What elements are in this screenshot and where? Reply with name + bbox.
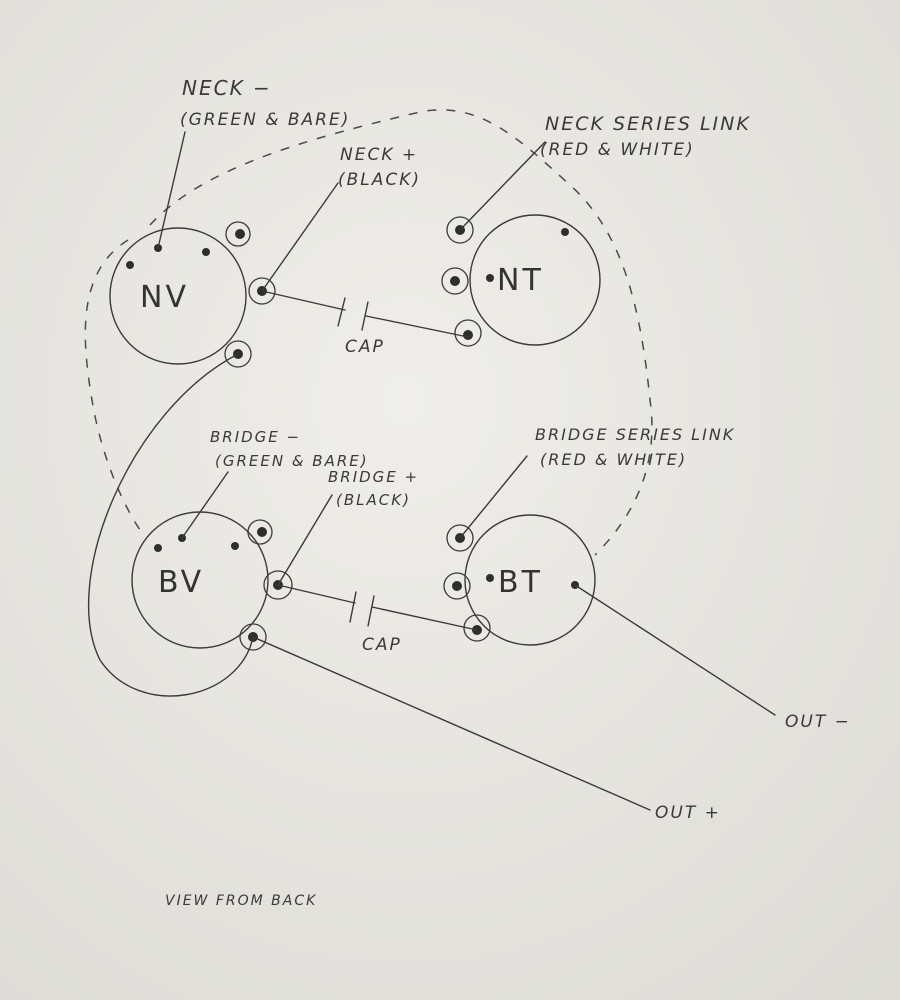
label-nt: NT — [497, 263, 544, 298]
label-neck-plus-sub: (BLACK) — [338, 170, 421, 190]
label-neck-series: NECK SERIES LINK — [545, 113, 751, 135]
dashed-ground-wire-left — [84, 239, 141, 531]
label-bt: BT — [498, 565, 543, 600]
label-bridge-minus-sub: (GREEN & BARE) — [215, 452, 369, 470]
label-neck-plus: NECK + — [340, 145, 418, 165]
label-neck-minus: NECK − — [182, 76, 272, 100]
pot-nt — [469, 214, 601, 346]
label-neck-minus-sub: (GREEN & BARE) — [180, 110, 350, 130]
label-cap-top: CAP — [345, 337, 385, 357]
label-neck-series-sub: (RED & WHITE) — [540, 140, 695, 160]
pot-bt — [464, 514, 596, 646]
label-bridge-series-sub: (RED & WHITE) — [540, 450, 687, 469]
label-nv: NV — [140, 280, 189, 315]
label-bridge-plus: BRIDGE + — [328, 468, 419, 486]
label-bridge-series: BRIDGE SERIES LINK — [535, 425, 735, 444]
wires — [87, 131, 776, 811]
label-cap-bottom: CAP — [362, 635, 402, 655]
label-bridge-minus: BRIDGE − — [210, 428, 301, 446]
label-bv: BV — [158, 565, 204, 600]
caption-view-from-back: VIEW FROM BACK — [165, 893, 317, 909]
dashed-ground-wire-top — [149, 109, 653, 556]
label-bridge-plus-sub: (BLACK) — [336, 491, 411, 509]
pot-nv — [109, 227, 247, 365]
label-out-minus: OUT − — [785, 712, 851, 732]
label-out-plus: OUT + — [655, 803, 721, 823]
